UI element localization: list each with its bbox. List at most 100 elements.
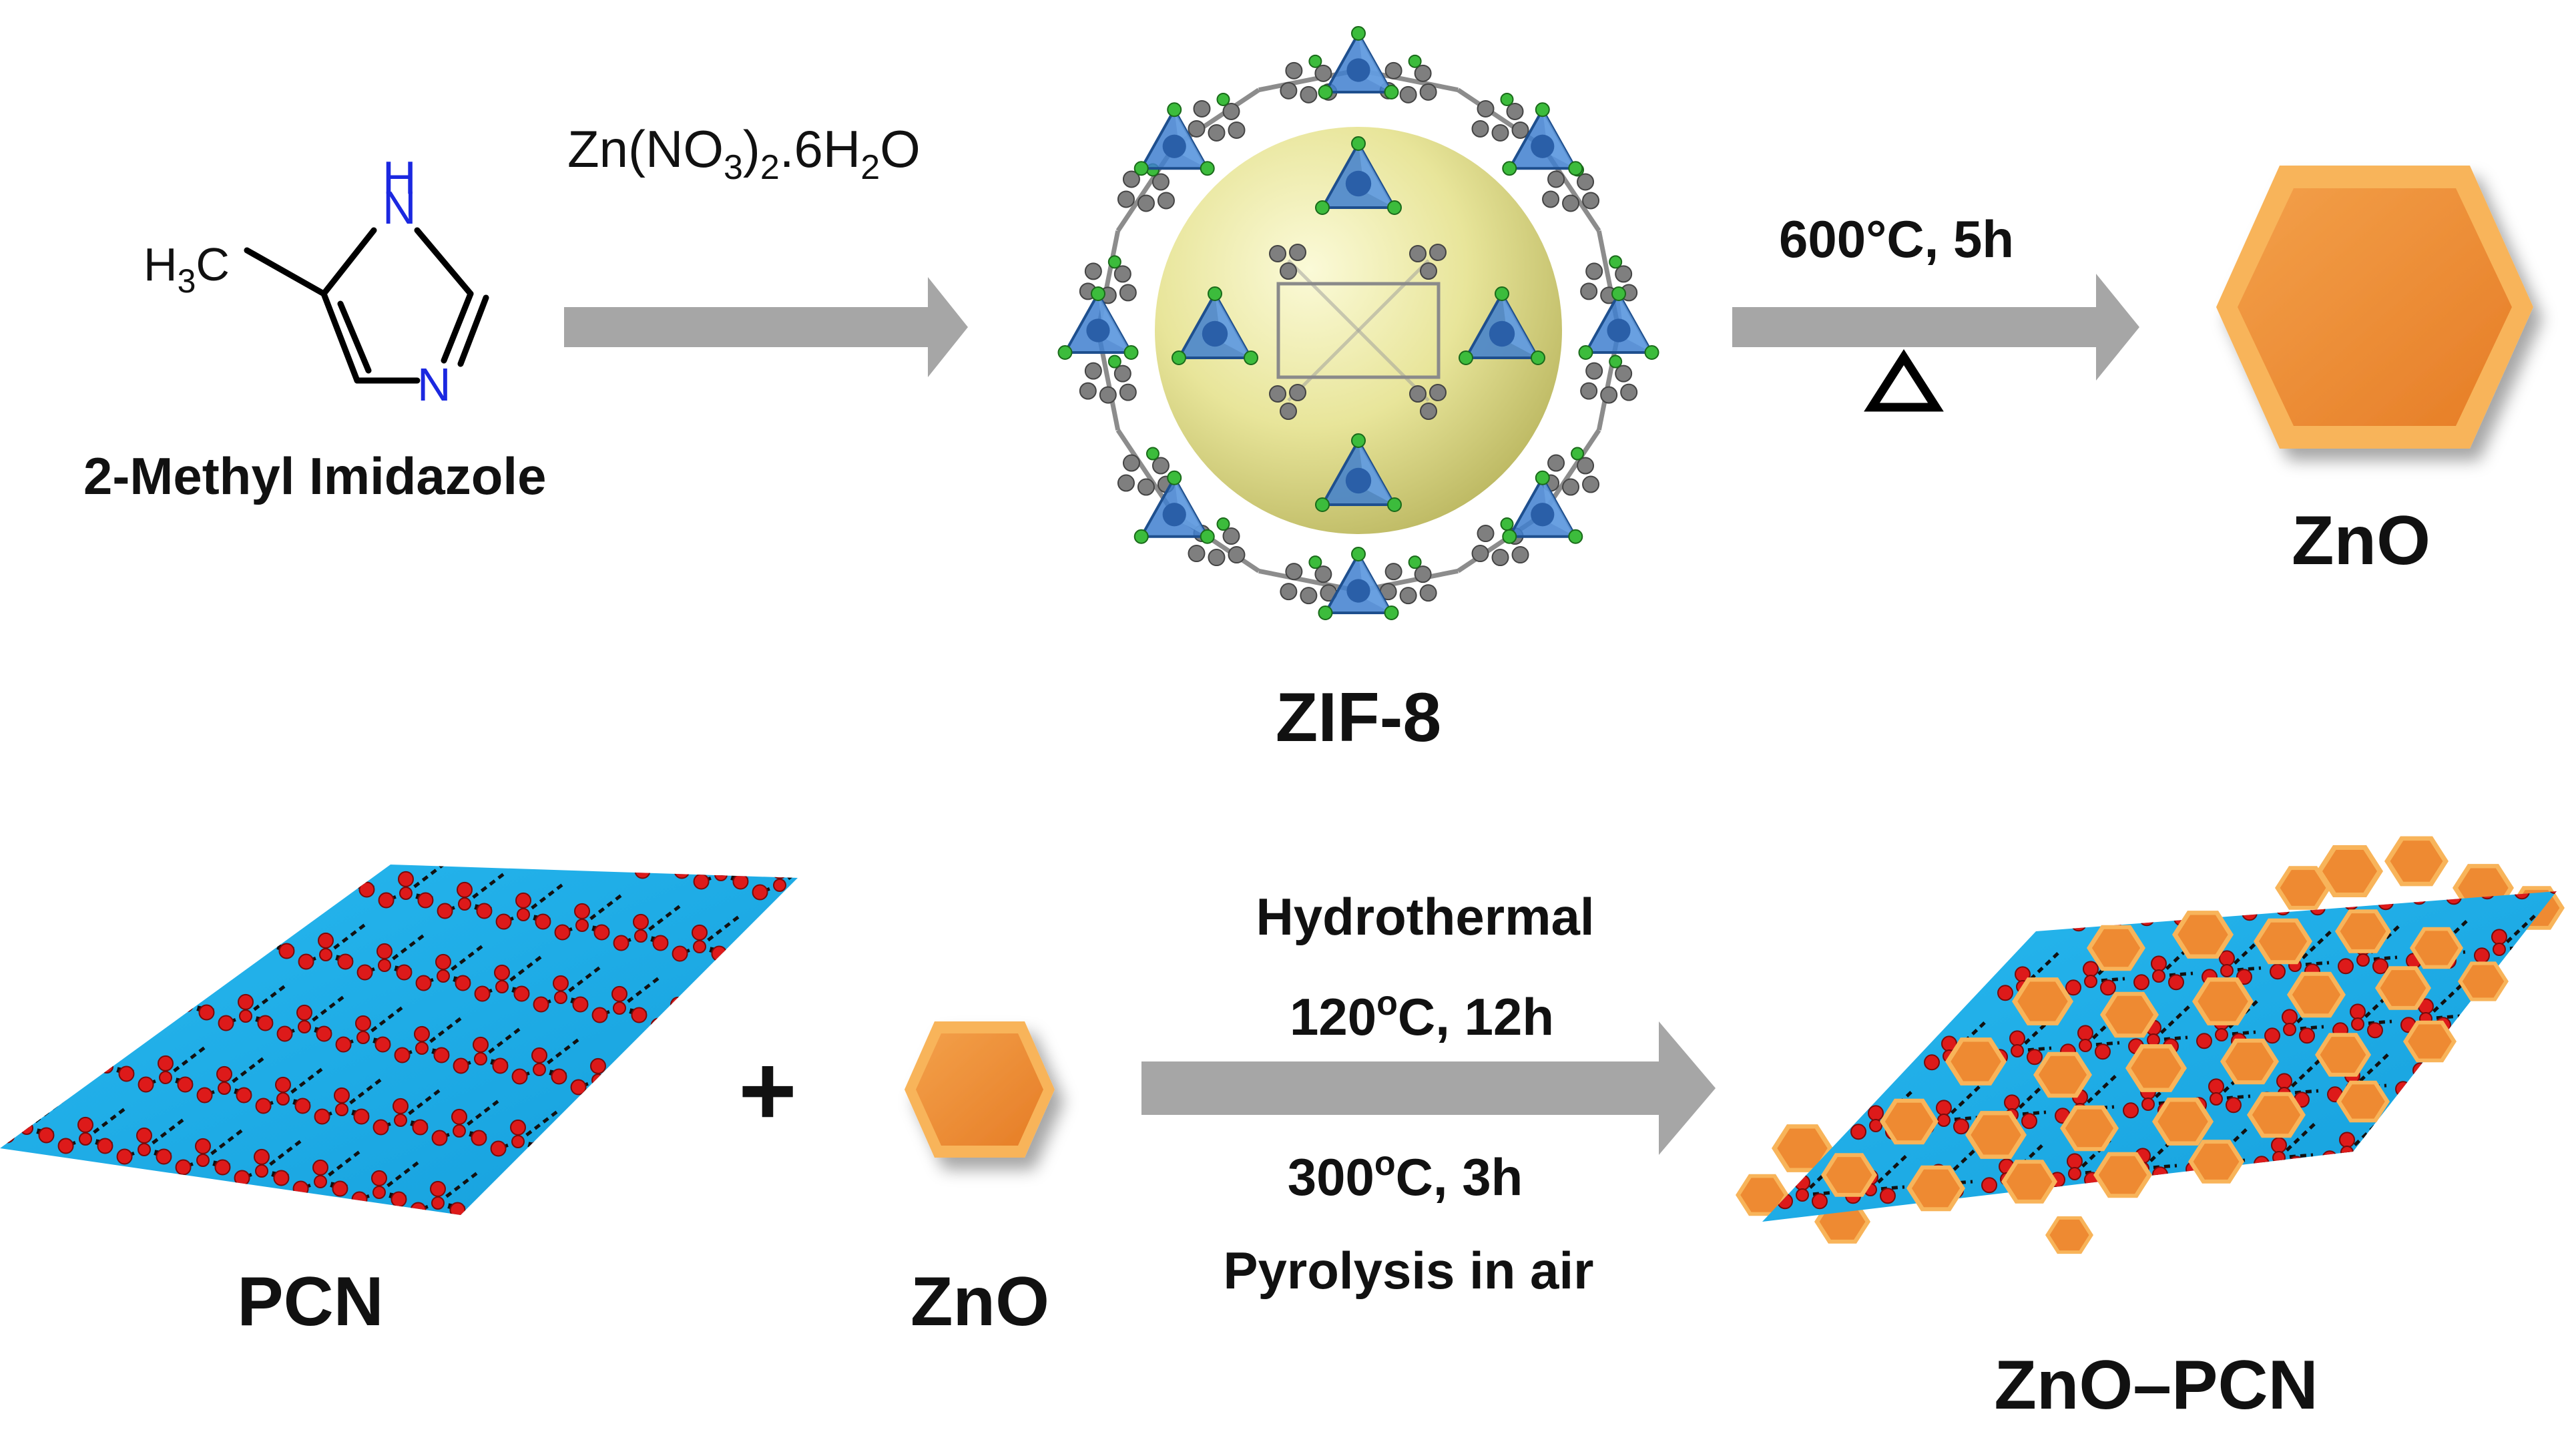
pcn-linker — [538, 1037, 581, 1071]
pcn-atom — [780, 586, 794, 601]
pcn-linker — [2515, 754, 2549, 757]
pcn-linker — [881, 721, 921, 752]
pcn-label: PCN — [237, 1263, 384, 1341]
zno-particle — [1911, 1169, 1961, 1208]
zno-pcn-composite — [1736, 614, 2575, 1254]
pcn-atom — [318, 932, 334, 949]
pcn-atom — [717, 720, 732, 734]
pcn-linker — [399, 1088, 442, 1122]
pcn-linker — [2526, 626, 2560, 629]
pcn-bond — [940, 762, 959, 770]
zn-atom — [1346, 579, 1370, 603]
pcn-atom — [2152, 969, 2165, 983]
pcn-atom — [2560, 924, 2575, 939]
zno-hexagon-small — [905, 1021, 1055, 1158]
carbon-atom — [1122, 170, 1140, 188]
zno-particle — [2414, 931, 2459, 965]
pcn-bond — [2521, 693, 2538, 699]
pcn-bond — [862, 752, 881, 759]
carbon-atom — [1208, 124, 1226, 142]
pcn-atom — [2452, 628, 2464, 640]
pcn-bond — [668, 637, 687, 644]
pcn-linker — [865, 597, 894, 602]
pcn-linker — [618, 976, 661, 1009]
pcn-atom — [294, 1098, 311, 1114]
carbon-atom — [1117, 474, 1135, 492]
pcn-atom — [500, 738, 515, 753]
pcn-atom — [2525, 756, 2540, 770]
pcn-linker — [838, 865, 878, 896]
nitrogen-atom — [1535, 470, 1550, 485]
pcn-atom — [2210, 1092, 2223, 1106]
composite-zno-particles — [1821, 909, 2509, 1212]
pcn-bond — [547, 770, 566, 778]
pcn-linker — [748, 575, 777, 581]
pcn-linker — [625, 781, 654, 786]
pcn-atom — [2515, 687, 2527, 699]
carbon-atom — [1208, 549, 1226, 567]
pcn-atom — [2123, 1102, 2139, 1119]
pcn-linker — [2356, 988, 2396, 1025]
pcn-atom — [2151, 1166, 2168, 1183]
pcn-linker — [2510, 818, 2544, 821]
pcn-bond — [584, 853, 603, 861]
pcn-atom — [1151, 629, 1166, 644]
pcn-atom — [735, 781, 750, 796]
pcn-atom — [19, 1106, 35, 1122]
pcn-linker — [844, 669, 873, 674]
pcn-bond — [658, 1017, 679, 1027]
pcn-atom — [415, 1041, 429, 1055]
pcn-atom — [2451, 614, 2465, 629]
pcn-atom — [539, 836, 551, 849]
pcn-atom — [973, 690, 988, 705]
pcn-atom — [570, 1079, 587, 1096]
nitrogen-atom — [1500, 92, 1514, 106]
pcn-atom — [2445, 678, 2460, 693]
carbon-atom — [1289, 384, 1306, 401]
pcn-linker — [2232, 902, 2267, 909]
pcn-bond — [2356, 832, 2374, 838]
pcn-linker — [684, 761, 724, 792]
pcn-atom — [737, 730, 752, 745]
pcn-atom — [138, 1076, 154, 1093]
pcn-linker — [587, 668, 627, 698]
pcn-atom — [817, 669, 832, 684]
pcn-atom — [554, 924, 571, 941]
pcn-atom — [2321, 772, 2336, 786]
pcn-atom — [533, 1063, 546, 1076]
nitrogen-atom — [1091, 286, 1105, 301]
pcn-linker — [2306, 834, 2340, 837]
pcn-linker — [383, 933, 426, 967]
pcn-atom — [874, 730, 888, 745]
carbon-atom — [1084, 362, 1102, 380]
nitrogen-atom — [1568, 529, 1583, 544]
pcn-atom — [476, 903, 493, 919]
zno-particle — [2198, 981, 2248, 1021]
pcn-atom — [732, 873, 749, 890]
pcn-atom — [292, 1180, 309, 1197]
pcn-atom — [2286, 772, 2301, 786]
zno-particle-back — [1740, 1178, 1784, 1212]
pcn-atom — [2282, 1009, 2298, 1025]
pcn-linker — [684, 792, 713, 797]
carbon-atom — [1285, 61, 1303, 79]
zif-inner-linker — [1357, 259, 1430, 332]
carbon-atom — [1228, 546, 1246, 564]
nitrogen-atom — [1502, 529, 1517, 544]
pcn-atom — [2088, 897, 2104, 913]
pcn-linker — [2243, 776, 2277, 778]
pcn-atom — [391, 1191, 407, 1208]
pcn-atom — [1093, 618, 1107, 633]
pcn-atom — [2372, 958, 2388, 975]
nitrogen-atom — [1571, 447, 1585, 461]
pcn-atom — [609, 1079, 626, 1096]
pcn-bond — [525, 843, 545, 850]
pcn-atom — [276, 1092, 290, 1106]
pcn-linker — [319, 1150, 362, 1183]
pcn-atom — [2441, 756, 2453, 768]
pcn-atom — [2411, 891, 2428, 905]
pcn-atom — [437, 969, 450, 983]
carbon-atom — [1285, 563, 1303, 581]
zn-atom — [1489, 320, 1515, 347]
pcn-bond — [86, 1065, 107, 1075]
